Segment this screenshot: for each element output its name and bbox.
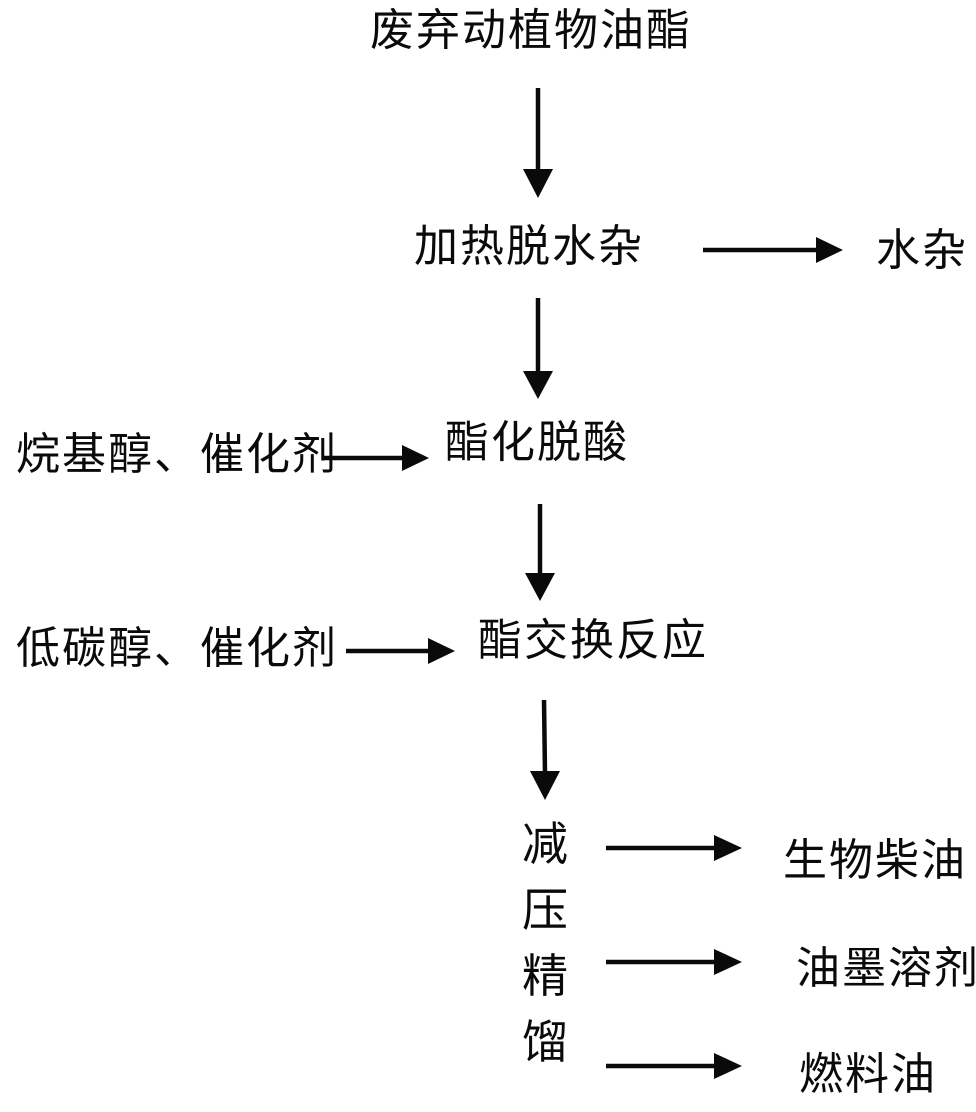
- arrow-transesterification-to-distillation: [530, 699, 560, 800]
- distillation-char-4: 馏: [522, 1017, 568, 1068]
- distillation-char-2: 压: [522, 885, 568, 936]
- distillation-char-1: 减: [522, 819, 568, 870]
- node-biodiesel: 生物柴油: [783, 836, 967, 885]
- arrow-lowcarbon-to-transesterification: [346, 638, 455, 664]
- node-heating-dewater: 加热脱水杂: [414, 222, 644, 271]
- node-low-carbon-alcohol-catalyst: 低碳醇、催化剂: [16, 624, 338, 673]
- node-water-impurity: 水杂: [876, 226, 968, 275]
- arrow-distillation-to-biodiesel: [606, 835, 742, 861]
- arrow-distillation-to-ink-solvent: [606, 949, 742, 975]
- node-esterification: 酯化脱酸: [445, 418, 629, 467]
- arrow-source-to-heating: [523, 88, 553, 198]
- node-ink-solvent: 油墨溶剂: [796, 944, 976, 993]
- distillation-char-3: 精: [522, 951, 568, 1002]
- node-vacuum-distillation: 减 压 精 馏: [516, 812, 574, 1076]
- arrow-alkyl-to-esterification: [324, 445, 429, 471]
- node-source: 废弃动植物油酯: [370, 6, 692, 55]
- arrow-esterification-to-transesterification: [525, 504, 555, 601]
- arrow-distillation-to-fuel-oil: [606, 1053, 742, 1079]
- node-fuel-oil: 燃料油: [799, 1050, 937, 1099]
- node-alkyl-alcohol-catalyst: 烷基醇、催化剂: [16, 430, 338, 479]
- arrow-heating-to-water-impurity: [703, 237, 843, 263]
- node-transesterification: 酯交换反应: [478, 616, 708, 665]
- arrow-heating-to-esterification: [523, 298, 553, 399]
